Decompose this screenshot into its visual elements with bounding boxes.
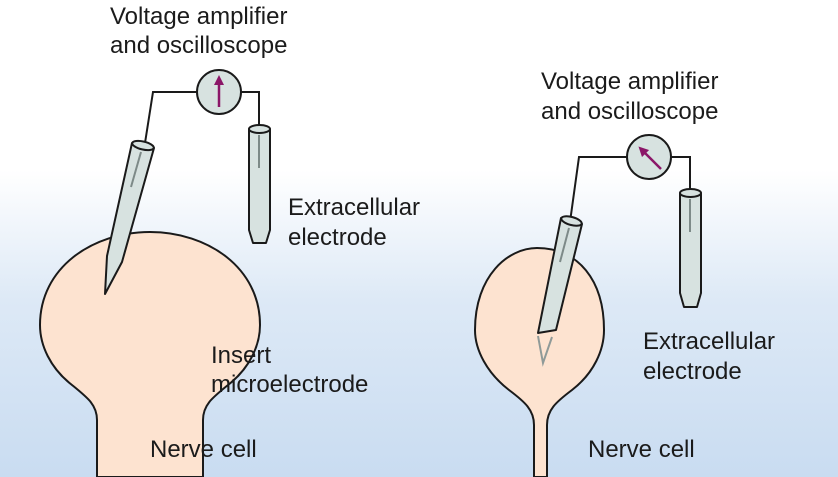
right-extracellular-label-line2: electrode — [643, 358, 742, 385]
right-extracellular-electrode — [679, 188, 702, 308]
right-nerve-cell — [473, 246, 606, 477]
right-wire-probe — [569, 156, 627, 223]
right-extracellular-label-line1: Extracellular — [643, 328, 776, 355]
left-extracellular-label-line2: electrode — [288, 224, 387, 251]
left-voltmeter-icon — [196, 69, 242, 115]
left-wire-reference — [241, 91, 260, 128]
right-microelectrode-tip — [537, 335, 553, 367]
left-amplifier-label-line2: and oscilloscope — [110, 32, 288, 59]
left-wire-probe — [144, 91, 197, 144]
left-nerve-cell — [38, 230, 262, 477]
right-voltmeter-icon — [626, 134, 672, 180]
left-panel — [38, 69, 271, 477]
right-amplifier-label-line1: Voltage amplifier — [541, 68, 719, 95]
right-microelectrode — [537, 215, 583, 367]
right-nerve-cell-label: Nerve cell — [588, 436, 695, 463]
right-panel — [473, 134, 702, 477]
left-nerve-cell-label: Nerve cell — [150, 436, 257, 463]
right-amplifier-label-line2: and oscilloscope — [541, 98, 719, 125]
right-wire-reference — [671, 156, 691, 192]
left-insert-label-line1: Insert — [211, 342, 272, 369]
left-extracellular-label-line1: Extracellular — [288, 194, 421, 221]
left-amplifier-label-line1: Voltage amplifier — [110, 3, 288, 30]
left-microelectrode — [104, 139, 155, 295]
left-extracellular-electrode — [248, 124, 271, 244]
left-insert-label-line2: microelectrode — [211, 371, 369, 398]
